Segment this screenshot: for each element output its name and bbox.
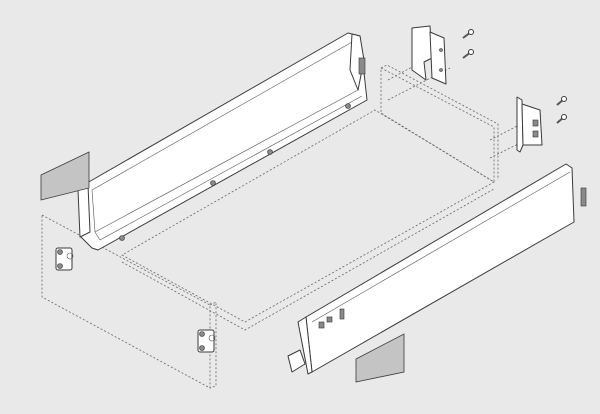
- front-hook-icon: [318, 321, 325, 329]
- screw: [556, 114, 567, 124]
- drawer-side-left: [77, 32, 368, 251]
- screw: [462, 49, 474, 59]
- cover-cap-right: [355, 333, 405, 383]
- cover-cap-left: [40, 151, 90, 201]
- front-fixing-bracket-right: [197, 329, 216, 353]
- rail-fixing-icon: [267, 149, 273, 155]
- rail-fixing-icon: [345, 103, 351, 109]
- drawer-bottom-outline: [121, 109, 495, 331]
- front-panel-outline: [41, 214, 217, 389]
- rail-fixing-icon: [210, 180, 216, 186]
- rear-bracket-upper: [411, 25, 447, 85]
- rail-fixing-icon: [119, 235, 125, 241]
- screw: [462, 29, 474, 39]
- screw: [556, 96, 567, 106]
- back-panel-outline: [380, 51, 531, 183]
- drawer-side-right: [287, 163, 587, 375]
- rear-bracket-lower: [516, 96, 543, 153]
- front-fixing-bracket-left: [55, 247, 74, 271]
